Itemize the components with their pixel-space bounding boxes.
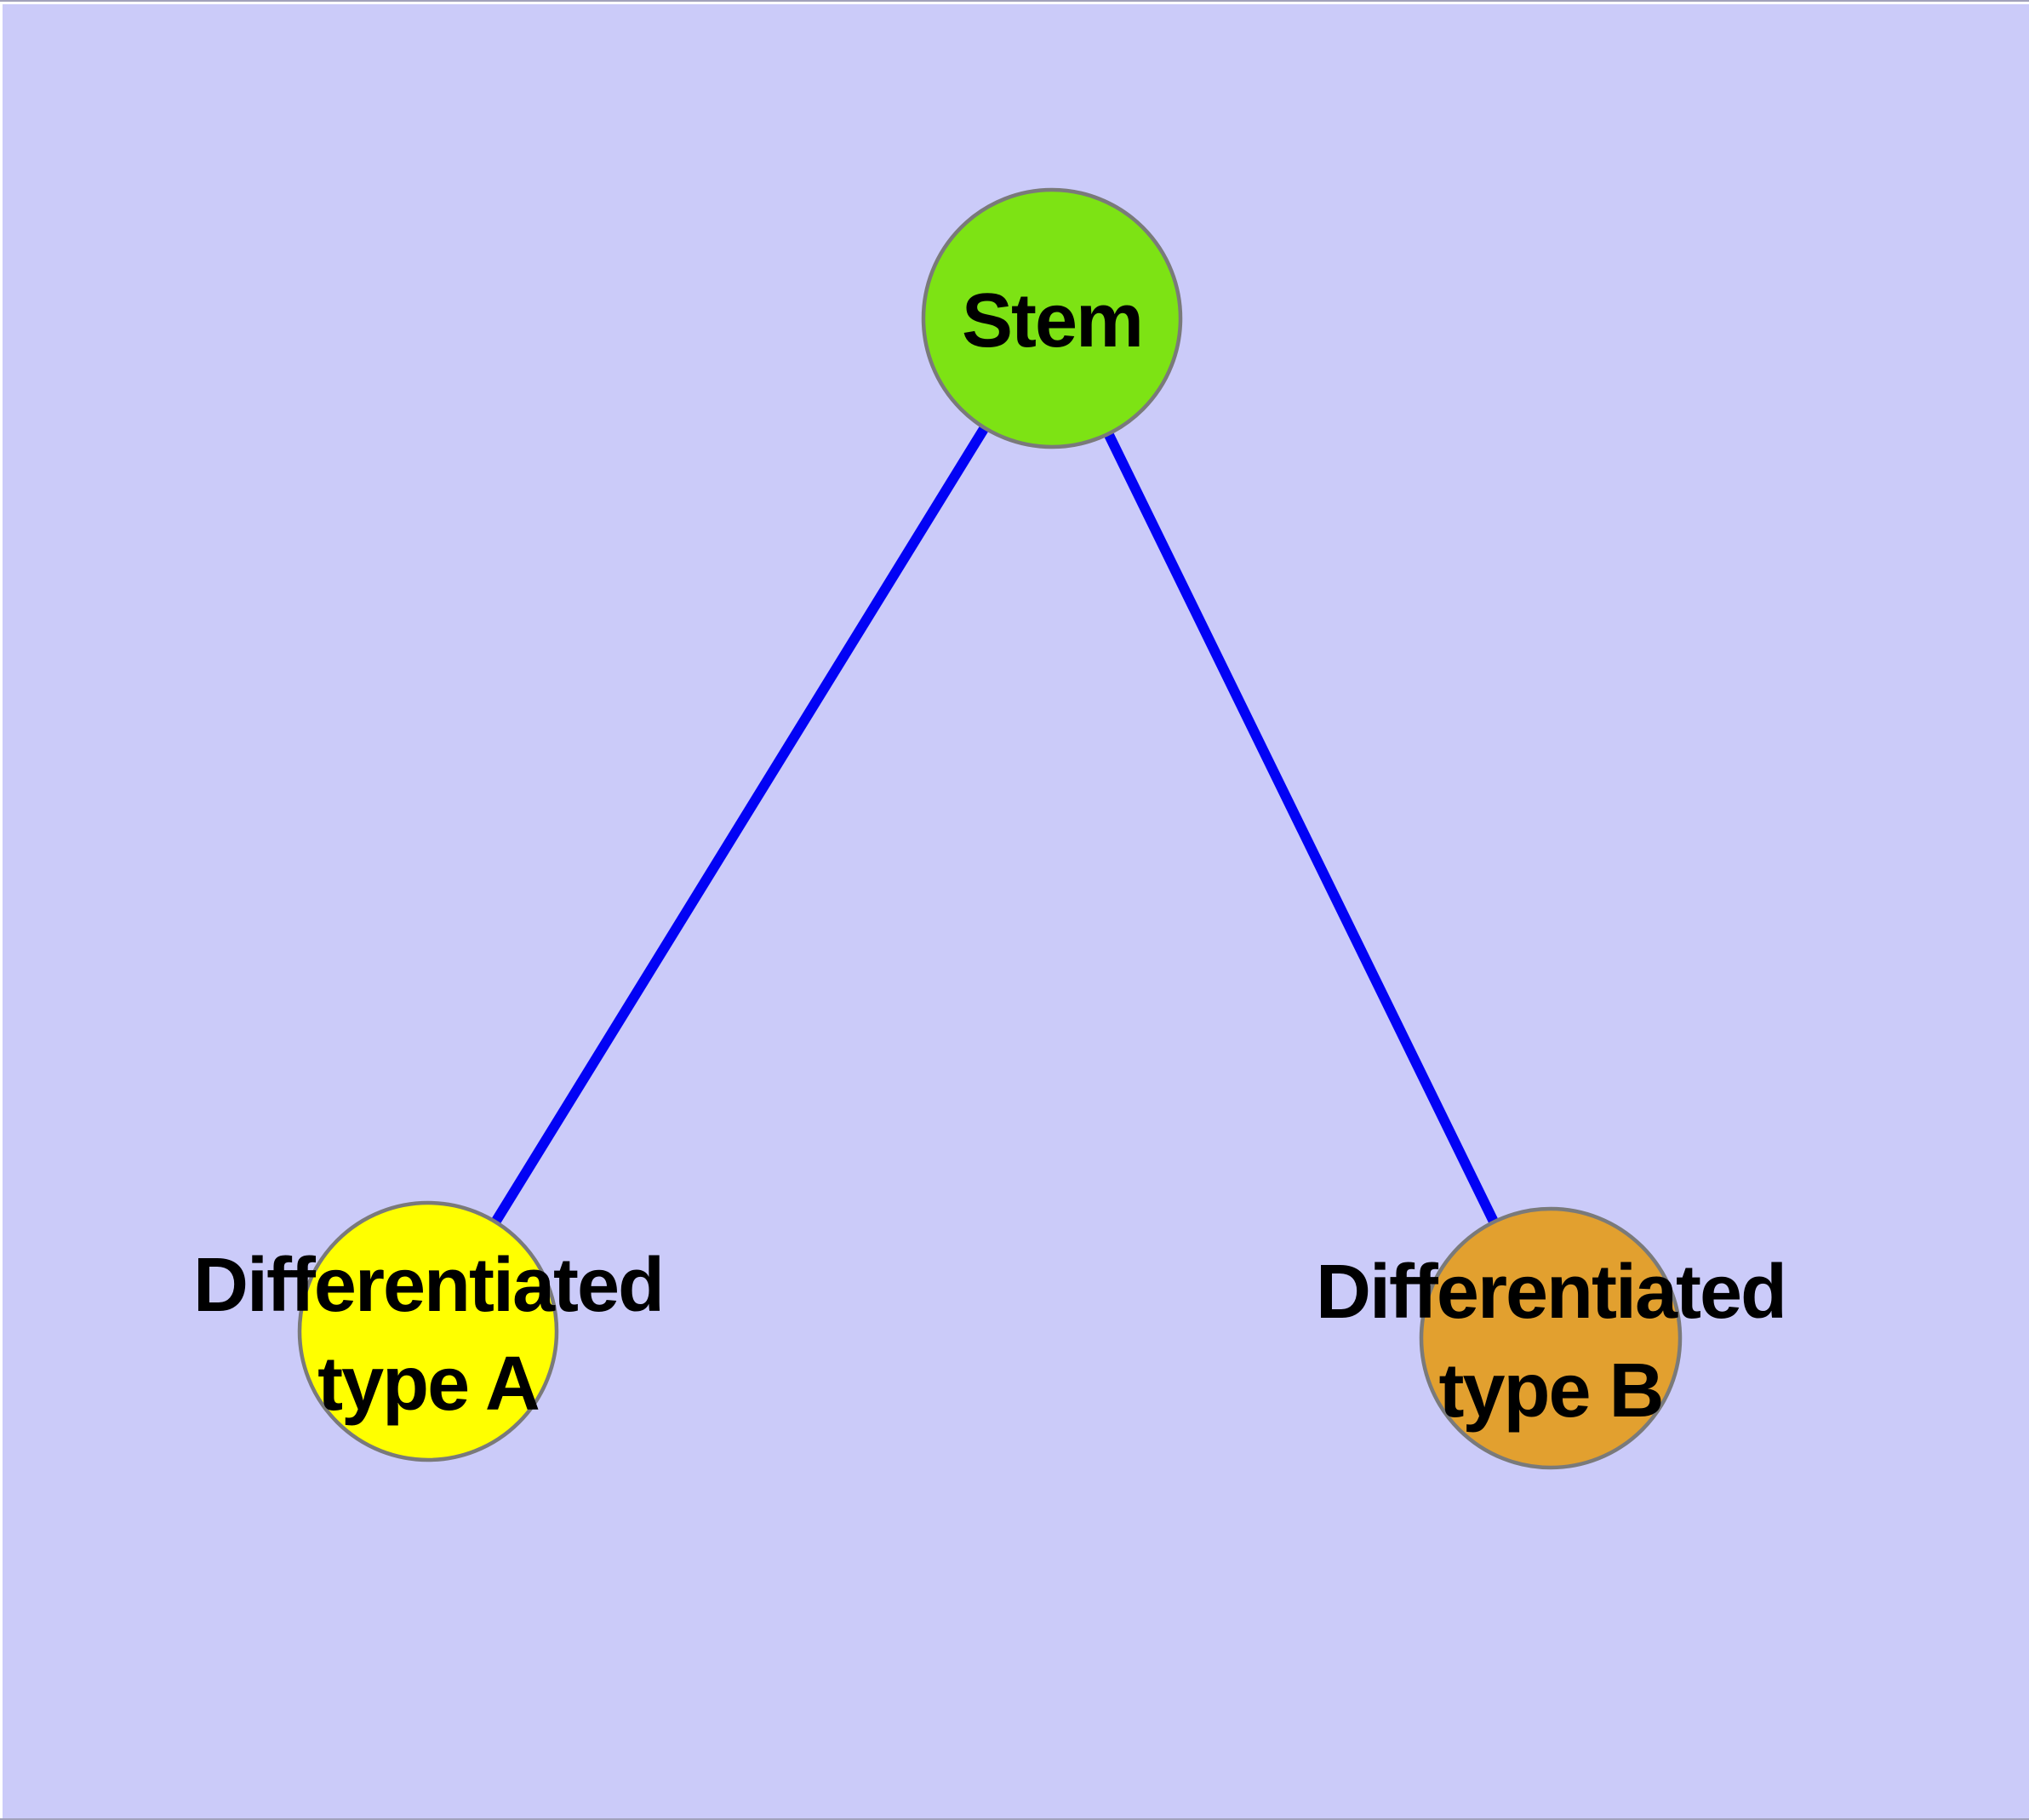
node-type-b (1419, 1206, 1683, 1470)
edge-stem-to-type-a (423, 315, 1057, 1335)
node-type-a-label-line1: Differentiated (193, 1243, 663, 1328)
window-bottom-border (0, 1818, 2029, 1820)
node-type-b-label-line1: Differentiated (1316, 1250, 1786, 1335)
node-stem-label: Stem (962, 278, 1142, 363)
node-stem (921, 187, 1183, 449)
node-type-b-label-line2: type B (1438, 1348, 1662, 1434)
node-type-a-label-line2: type A (317, 1342, 539, 1427)
node-type-a (297, 1200, 559, 1462)
window-top-border (0, 0, 2029, 2)
edge-stem-to-type-b (1047, 316, 1556, 1341)
